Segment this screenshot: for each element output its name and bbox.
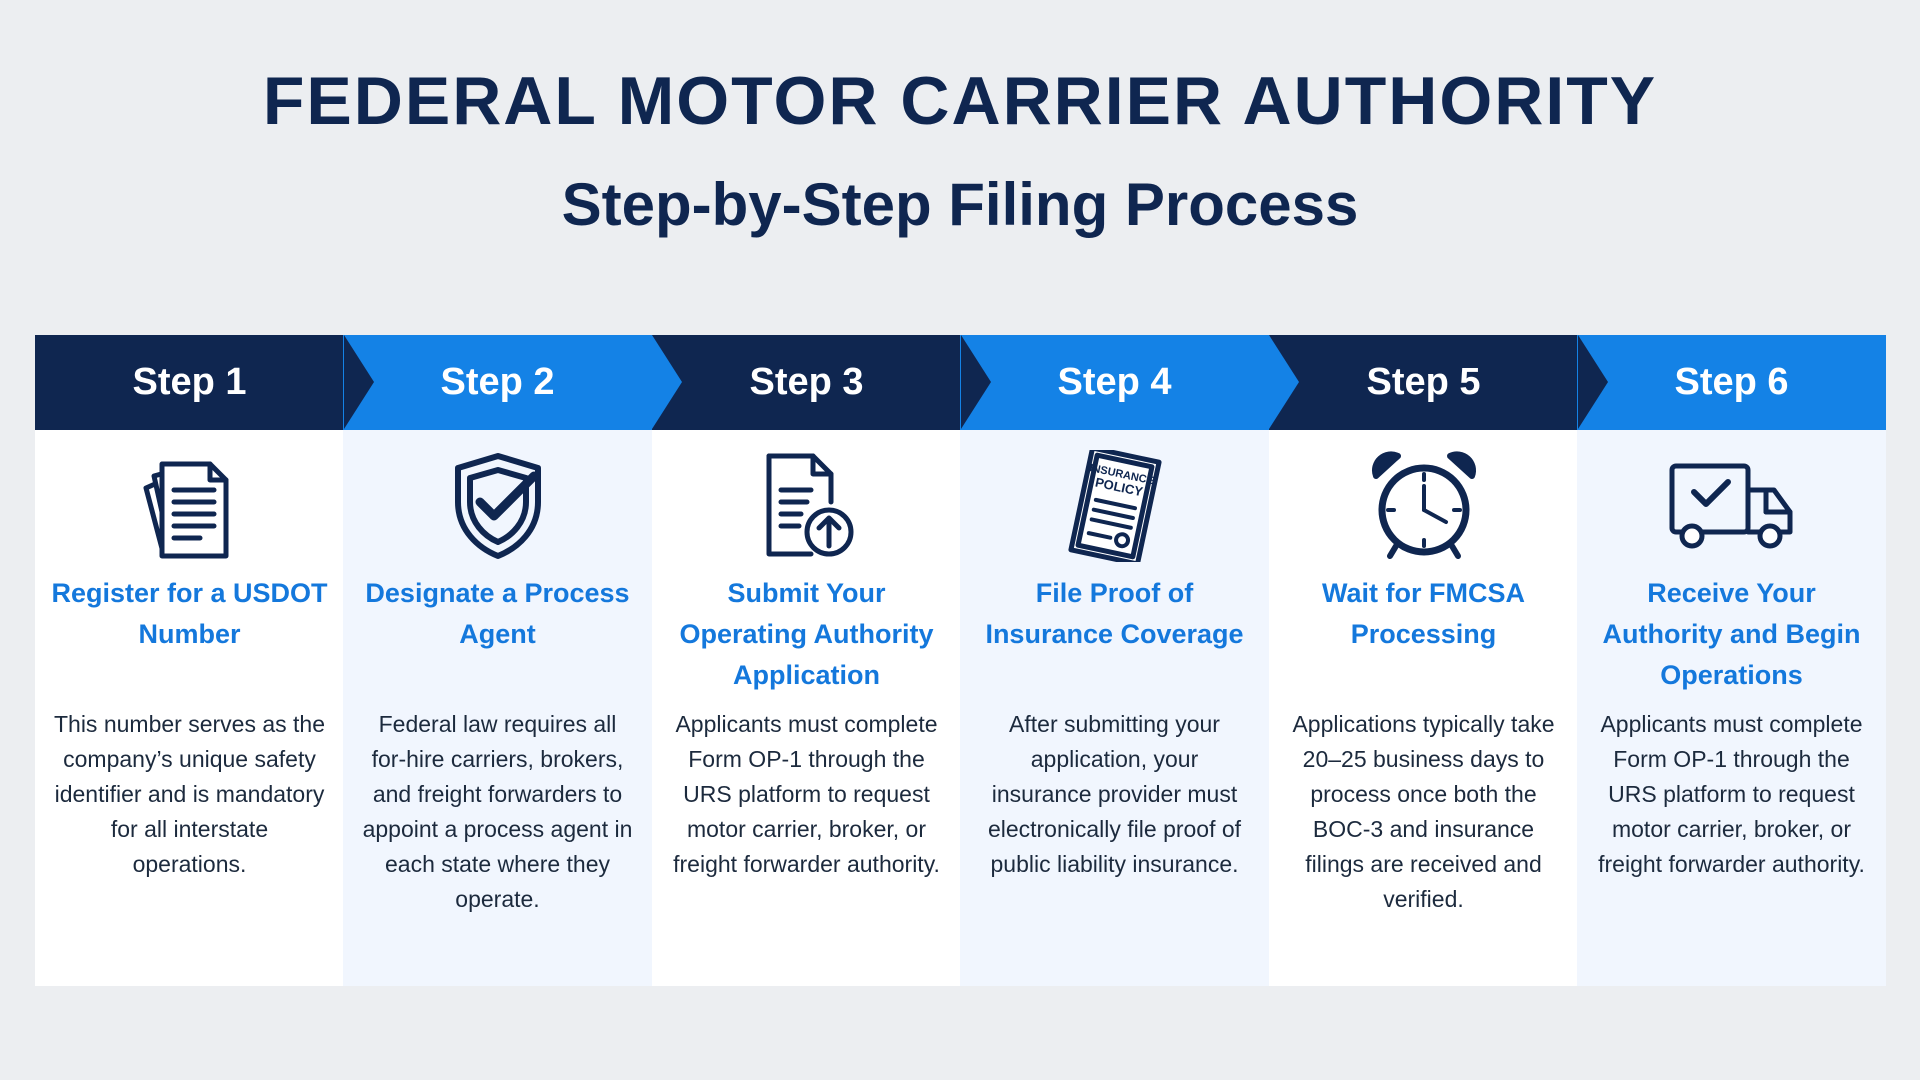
step-header-6 <box>1577 335 1886 430</box>
step-header-1 <box>35 335 374 430</box>
step-label-3: Step 3 <box>749 361 864 403</box>
page-subtitle: Step-by-Step Filing Process <box>561 171 1359 238</box>
step-arrow-5 <box>1578 335 1608 429</box>
steps-row: Step 1 Register for a USDOT Number This … <box>35 335 1886 986</box>
page-title: FEDERAL MOTOR CARRIER AUTHORITY <box>262 63 1658 139</box>
step-header-5 <box>1269 335 1608 430</box>
step-body-6 <box>1577 430 1886 986</box>
step-arrow-3 <box>961 335 991 429</box>
step-column-2: Step 2 Designate a Process Agent Federal… <box>343 335 682 986</box>
step-title-3: Submit Your Operating Authority Applicat… <box>679 578 934 690</box>
insurance-policy-icon: INSURANCE POLICY <box>1059 445 1171 567</box>
alarm-clock-icon <box>1368 450 1480 562</box>
step-title-6: Receive Your Authority and Begin Operati… <box>1602 578 1861 690</box>
step-title-4: File Proof of Insurance Coverage <box>985 578 1244 649</box>
step-arrow-4 <box>1269 335 1299 429</box>
step-title-2: Designate a Process Agent <box>365 578 630 649</box>
step-label-6: Step 6 <box>1674 361 1789 403</box>
step-header-3 <box>652 335 991 430</box>
step-column-6: Step 6 Receive Your Authority and Begin … <box>1577 335 1886 986</box>
delivery-truck-check-icon <box>1666 450 1798 562</box>
step-description-6: Applicants must complete Form OP-1 throu… <box>1598 711 1865 877</box>
document-upload-icon <box>751 450 863 562</box>
step-label-5: Step 5 <box>1366 361 1481 403</box>
step-title-1: Register for a USDOT Number <box>51 578 328 649</box>
step-column-3: Step 3 Submit Your Operating Authority A… <box>652 335 991 986</box>
step-label-1: Step 1 <box>132 361 247 403</box>
step-column-5: Step 5 Wait for FMCSA Processing Applica… <box>1269 335 1608 986</box>
step-description-1: This number serves as the company’s uniq… <box>53 711 325 877</box>
step-description-5: Applications typically take 20–25 busine… <box>1292 711 1555 912</box>
step-label-4: Step 4 <box>1057 361 1172 403</box>
step-title-5: Wait for FMCSA Processing <box>1322 578 1525 649</box>
step-body-2 <box>343 430 652 986</box>
documents-icon <box>134 450 246 562</box>
step-header-2 <box>343 335 682 430</box>
step-column-1: Step 1 Register for a USDOT Number This … <box>35 335 374 986</box>
step-arrow-2 <box>652 335 682 429</box>
step-header-4 <box>960 335 1299 430</box>
step-arrow-1 <box>344 335 374 429</box>
step-description-4: After submitting your application, your … <box>987 711 1242 877</box>
step-description-3: Applicants must complete Form OP-1 throu… <box>673 711 940 877</box>
step-description-2: Federal law requires all for-hire carrie… <box>362 711 633 912</box>
step-column-4: Step 4 INSURANCE POLICY File Proof of In… <box>960 335 1299 986</box>
shield-check-icon <box>442 450 554 562</box>
step-label-2: Step 2 <box>440 361 555 403</box>
